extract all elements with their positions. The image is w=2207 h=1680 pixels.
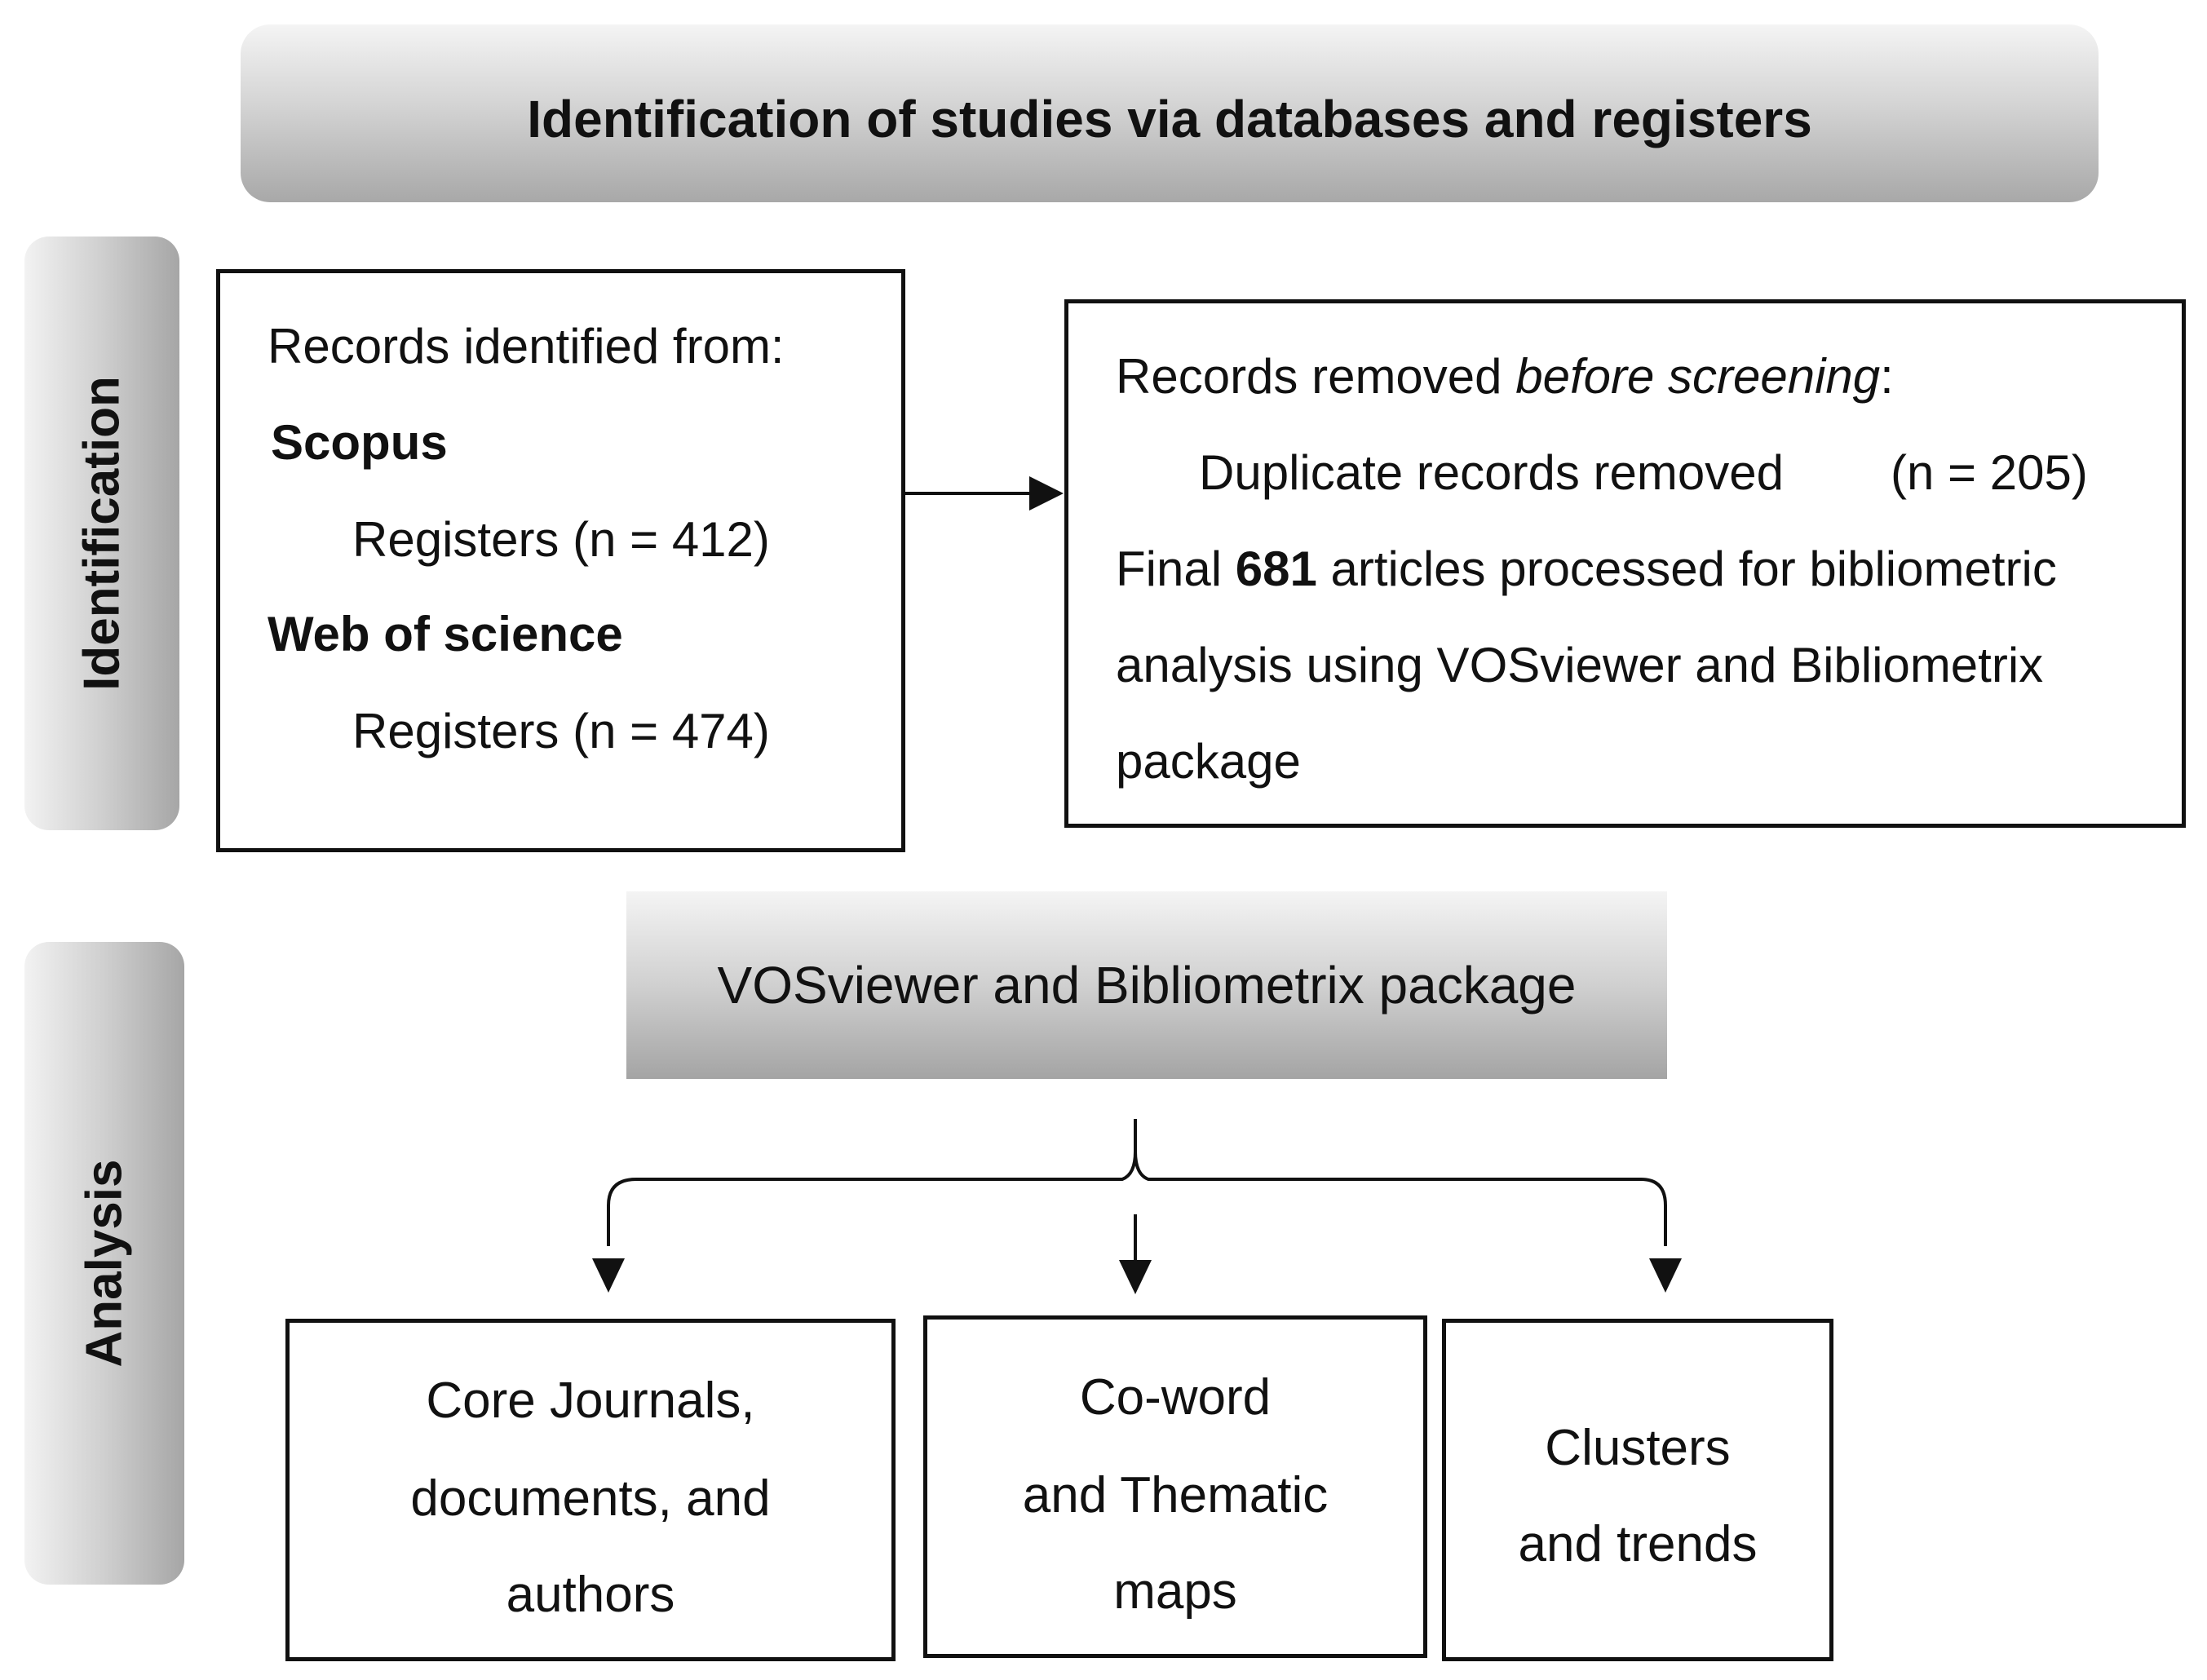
output-1-line-2: documents, and xyxy=(410,1470,771,1527)
output-3-line-1: Clusters xyxy=(1545,1420,1731,1476)
records-identified-box: Records identified from: Scopus Register… xyxy=(216,269,905,852)
arrow-head-left xyxy=(592,1258,625,1293)
duplicates-label: Duplicate records removed xyxy=(1199,445,1784,500)
arrow-head-right xyxy=(1649,1258,1682,1293)
brace-connector xyxy=(607,1119,1667,1246)
records-heading: Records identified from: xyxy=(268,319,785,374)
output-2-line-2: and Thematic xyxy=(1022,1467,1329,1523)
source-wos-name: Web of science xyxy=(268,607,623,661)
output-box-co-word: Co-word and Thematic maps xyxy=(923,1315,1427,1658)
source-scopus-registers: Registers (n = 412) xyxy=(352,512,770,567)
removed-line1: Records removed before screening: xyxy=(1116,352,1894,401)
arrow-to-removed-head xyxy=(1029,476,1064,511)
analysis-line: analysis using VOSviewer and Bibliometri… xyxy=(1116,638,2044,692)
source-wos-registers: Registers (n = 474) xyxy=(352,704,770,758)
output-2-line-1: Co-word xyxy=(1079,1369,1272,1426)
arrow-head-center xyxy=(1119,1260,1152,1294)
tool-box: VOSviewer and Bibliometrix package xyxy=(626,891,1667,1079)
tool-box-label: VOSviewer and Bibliometrix package xyxy=(717,956,1577,1015)
removed-line1-emph: before screening xyxy=(1515,349,1881,404)
removed-line1-prefix: Records removed xyxy=(1116,349,1516,404)
final-suffix: articles processed for bibliometric xyxy=(1316,542,2057,596)
output-2-line-3: maps xyxy=(1113,1563,1237,1620)
source-scopus-name: Scopus xyxy=(271,415,448,470)
header-title: Identification of studies via databases … xyxy=(527,90,1812,148)
duplicates-count: (n = 205) xyxy=(1891,445,2088,500)
output-box-clusters: Clusters and trends xyxy=(1442,1319,1833,1661)
identification-stage-label: Identification xyxy=(24,237,179,830)
records-removed-box: Records removed before screening: Duplic… xyxy=(1064,299,2186,828)
package-line: package xyxy=(1116,734,1301,789)
final-count: 681 xyxy=(1235,542,1317,596)
final-line: Final 681 articles processed for bibliom… xyxy=(1116,545,2057,594)
removed-line1-suffix: : xyxy=(1880,349,1894,404)
output-3-line-2: and trends xyxy=(1518,1516,1758,1572)
analysis-stage-label: Analysis xyxy=(24,942,184,1585)
output-1-line-3: authors xyxy=(506,1567,675,1623)
final-prefix: Final xyxy=(1116,542,1236,596)
output-1-line-1: Core Journals, xyxy=(426,1373,755,1429)
header-banner: Identification of studies via databases … xyxy=(241,24,2099,202)
output-box-core-journals: Core Journals, documents, and authors xyxy=(285,1319,896,1661)
